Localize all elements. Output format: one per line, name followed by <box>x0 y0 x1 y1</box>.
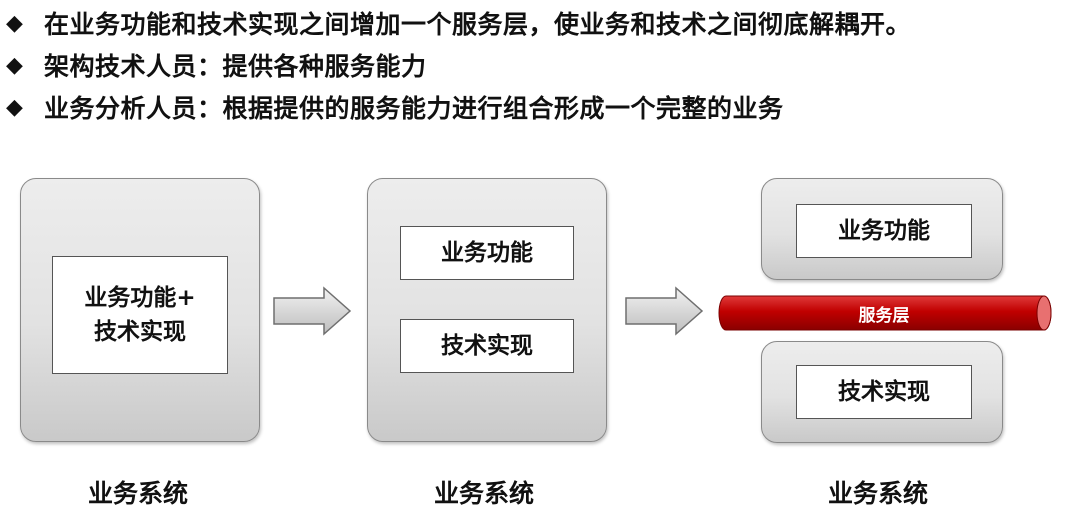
bullet-item: ◆ 业务分析人员：根据提供的服务能力进行组合形成一个完整的业务 <box>6 86 911 128</box>
bullet-text: 在业务功能和技术实现之间增加一个服务层，使业务和技术之间彻底解耦开。 <box>44 10 912 39</box>
bullet-text: 架构技术人员：提供各种服务能力 <box>44 52 427 81</box>
service-layer-pipe <box>718 295 1052 331</box>
bullet-item: ◆ 架构技术人员：提供各种服务能力 <box>6 44 911 86</box>
diamond-bullet-icon: ◆ <box>6 94 24 120</box>
diamond-bullet-icon: ◆ <box>6 10 24 36</box>
stage1-box-line1: 业务功能+ <box>84 285 196 311</box>
stage3-caption: 业务系统 <box>827 479 928 508</box>
bullet-list: ◆ 在业务功能和技术实现之间增加一个服务层，使业务和技术之间彻底解耦开。 ◆ 架… <box>6 2 911 128</box>
stage1-combined-box: 业务功能+ 技术实现 <box>52 256 228 374</box>
stage2-system-panel <box>367 178 607 442</box>
arrow-right-icon <box>625 286 704 336</box>
stage3-business-function-box: 业务功能 <box>796 204 972 258</box>
stage2-tech-implementation-box: 技术实现 <box>400 319 574 373</box>
arrow-right-icon <box>273 286 352 336</box>
stage3-tech-implementation-box: 技术实现 <box>796 365 972 419</box>
bullet-item: ◆ 在业务功能和技术实现之间增加一个服务层，使业务和技术之间彻底解耦开。 <box>6 2 911 44</box>
stage1-caption: 业务系统 <box>87 479 188 508</box>
diamond-bullet-icon: ◆ <box>6 52 24 78</box>
bullet-text: 业务分析人员：根据提供的服务能力进行组合形成一个完整的业务 <box>44 94 784 123</box>
service-layer-label: 服务层 <box>858 305 910 326</box>
stage1-box-line2: 技术实现 <box>94 319 186 345</box>
stage2-caption: 业务系统 <box>433 479 534 508</box>
stage2-business-function-box: 业务功能 <box>400 226 574 280</box>
